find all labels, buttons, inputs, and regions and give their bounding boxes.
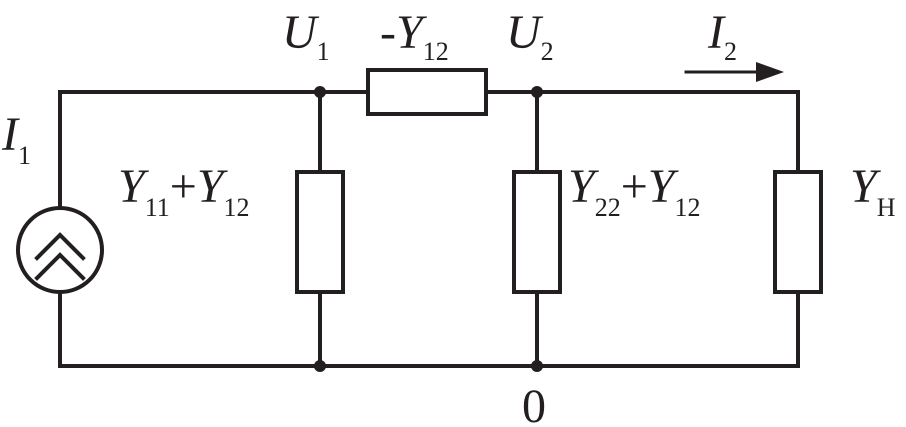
node-u1-top (314, 86, 326, 98)
output-current-arrow (684, 62, 784, 82)
shunt1-resistor (295, 170, 345, 294)
load-label: YH (850, 160, 896, 222)
arrow-head-icon (756, 62, 784, 82)
shunt2-resistor (512, 170, 562, 294)
shunt2-label: Y22+Y12 (568, 160, 700, 222)
double-chevron-up-icon (34, 232, 86, 281)
node-u2-top (531, 86, 543, 98)
series-label: -Y12 (380, 6, 449, 66)
output-current-label: I2 (707, 6, 737, 66)
wires (58, 90, 800, 368)
ground-label: 0 (522, 380, 546, 427)
node1-label: U1 (282, 6, 330, 66)
bottom-wire (58, 288, 800, 368)
top-left-wire (58, 90, 370, 252)
shunt1-label: Y11+Y12 (118, 160, 250, 222)
current-source-circle (16, 206, 104, 294)
current-source (16, 206, 104, 294)
top-right-wire (484, 90, 800, 174)
node2-label: U2 (506, 6, 554, 66)
node-ground-right (531, 360, 543, 372)
node-ground-left (314, 360, 326, 372)
load-resistor (773, 170, 823, 294)
source-label: I1 (1, 108, 31, 170)
series-resistor (366, 68, 488, 116)
